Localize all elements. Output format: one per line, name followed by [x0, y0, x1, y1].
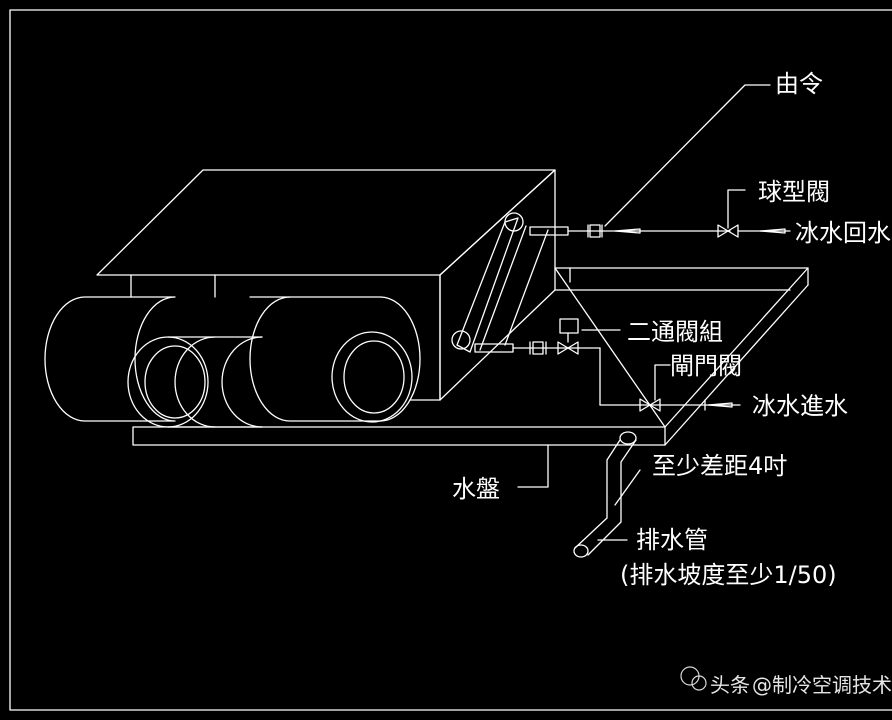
label-globe-valve: 球型閥	[758, 178, 830, 206]
label-chilled-return: 冰水回水	[795, 219, 891, 247]
return-piping	[529, 224, 791, 238]
blower-right	[221, 296, 421, 428]
label-drain-pan: 水盤	[452, 475, 500, 503]
watermark-account: @制冷空调技术	[752, 673, 892, 697]
supply-piping	[474, 318, 741, 412]
drain-pipe	[573, 431, 637, 558]
label-drain-slope: (排水坡度至少1/50)	[620, 561, 837, 589]
watermark-source: 头条	[710, 673, 750, 697]
drain-pan	[132, 267, 809, 446]
label-union: 由令	[775, 70, 823, 98]
fan-coil-housing	[96, 169, 556, 401]
watermark: 头条 @制冷空调技术	[680, 666, 892, 697]
coil-header	[451, 212, 549, 353]
label-min-drop: 至少差距4吋	[652, 452, 787, 480]
label-chilled-supply: 冰水進水	[752, 392, 848, 420]
label-drain-pipe: 排水管	[636, 526, 708, 554]
label-two-way-valve: 二通閥組	[627, 318, 723, 346]
label-gate-valve: 閘門閥	[670, 352, 742, 380]
drawing-border	[9, 9, 892, 711]
leader-lines	[517, 84, 771, 541]
